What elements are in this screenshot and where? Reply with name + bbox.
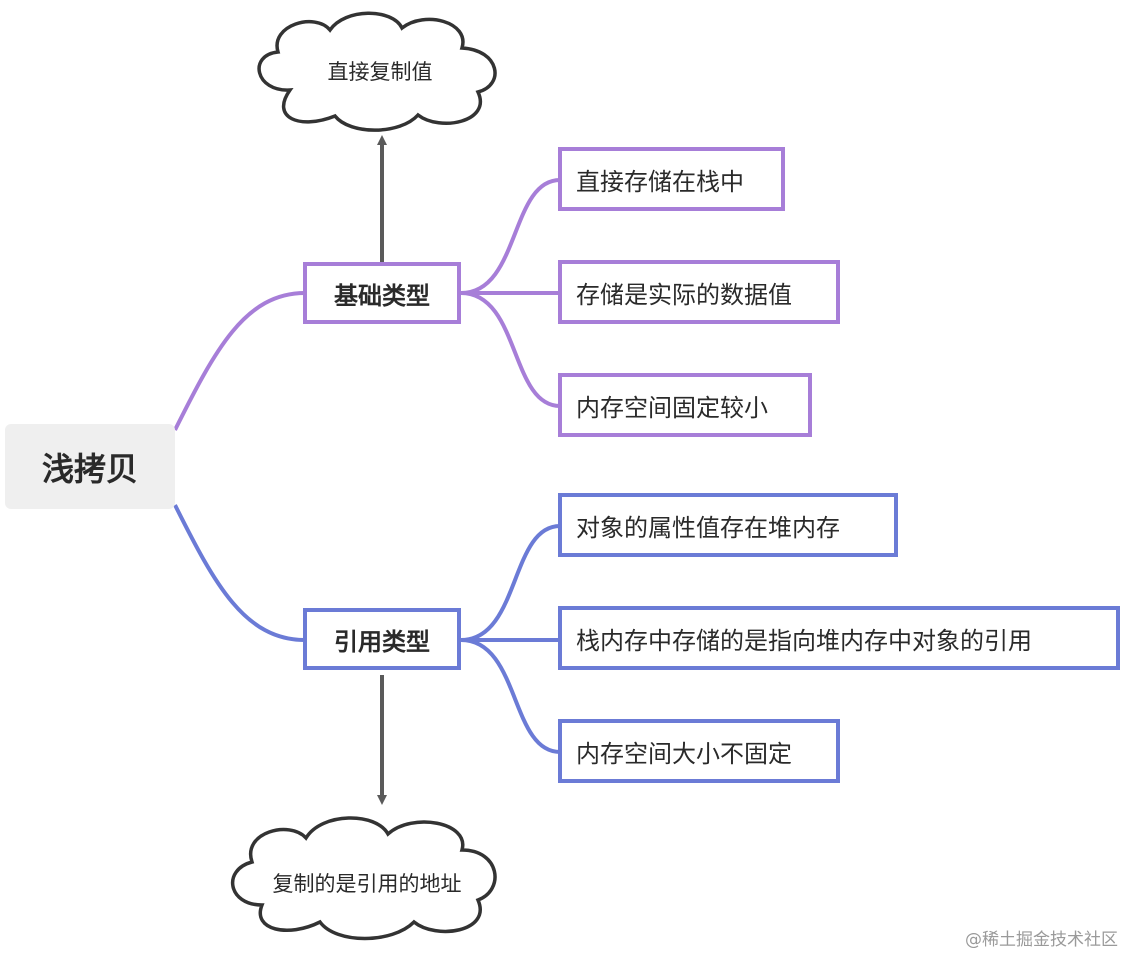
connector-root-basic [173,291,306,431]
watermark: @稀土掘金技术社区 [965,930,1118,950]
cloud-bottom-shape [230,816,497,941]
leaf-basic-3: 内存空间固定较小 [558,373,812,437]
cloud-bottom: 复制的是引用的地址 [232,868,502,898]
node-basic-type-label: 基础类型 [334,281,430,310]
cloud-top-label: 直接复制值 [327,60,433,84]
root-node: 浅拷贝 [5,424,175,509]
root-label: 浅拷贝 [41,449,138,488]
node-basic-type: 基础类型 [303,262,461,324]
connector-basic-leaf-1 [460,178,561,295]
leaf-basic-2: 存储是实际的数据值 [558,260,840,324]
leaf-basic-1-label: 直接存储在栈中 [576,167,744,196]
leaf-basic-3-label: 内存空间固定较小 [576,393,768,422]
leaf-reference-1: 对象的属性值存在堆内存 [558,493,898,557]
node-reference-type-label: 引用类型 [334,627,430,656]
leaf-reference-2: 栈内存中存储的是指向堆内存中对象的引用 [558,606,1120,670]
node-reference-type: 引用类型 [303,608,461,670]
cloud-top-shape [257,11,497,132]
leaf-reference-3: 内存空间大小不固定 [558,719,840,783]
leaf-reference-3-label: 内存空间大小不固定 [576,739,792,768]
connector-root-reference [173,504,306,642]
cloud-top: 直接复制值 [255,56,505,86]
cloud-bottom-label: 复制的是引用的地址 [272,872,462,896]
connector-reference-leaf-1 [460,524,561,642]
connector-reference-leaf-3 [460,638,561,754]
connector-basic-leaf-3 [460,291,561,408]
leaf-reference-2-label: 栈内存中存储的是指向堆内存中对象的引用 [576,626,1032,655]
leaf-basic-2-label: 存储是实际的数据值 [576,280,792,309]
leaf-basic-1: 直接存储在栈中 [558,147,785,211]
leaf-reference-1-label: 对象的属性值存在堆内存 [576,513,840,542]
